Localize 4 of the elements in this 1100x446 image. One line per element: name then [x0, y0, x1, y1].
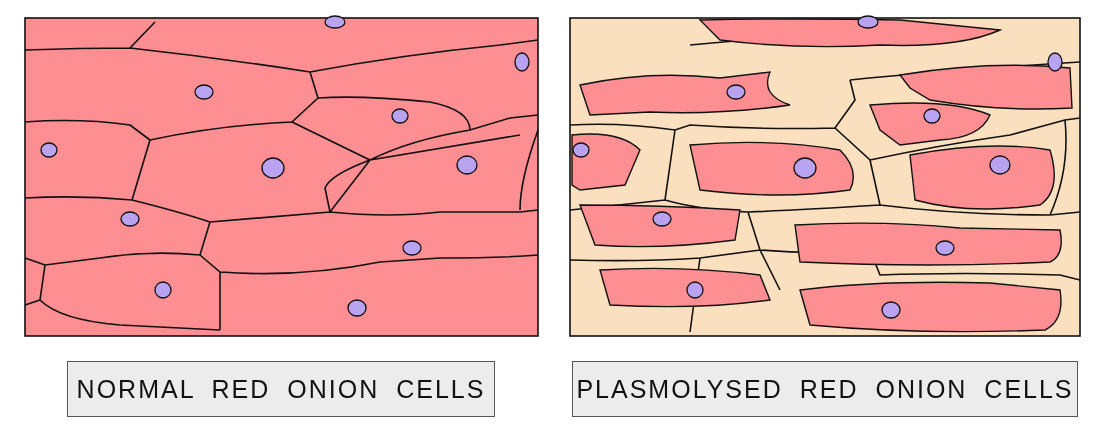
caption-panel	[572, 361, 1078, 417]
caption-panel	[67, 361, 495, 417]
caption-text: PLASMOLYSED RED ONION CELLS	[576, 374, 1074, 404]
caption-text: NORMAL RED ONION CELLS	[76, 374, 486, 404]
